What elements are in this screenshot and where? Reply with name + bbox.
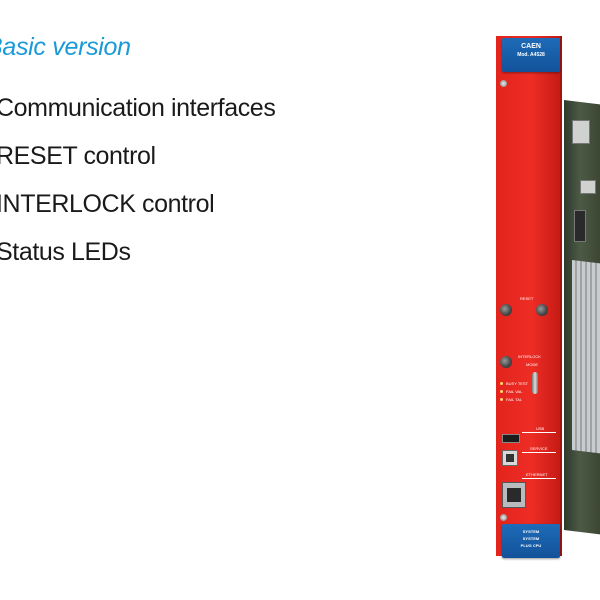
status-led xyxy=(500,398,503,401)
feature-list: Communication interfaces RESET control I… xyxy=(0,88,276,280)
top-handle: CAEN Mod. A4528 xyxy=(502,38,560,72)
interlock-connector xyxy=(500,356,512,368)
feature-item: Communication interfaces xyxy=(0,88,276,136)
usb-port xyxy=(502,434,520,443)
usb-label: USB xyxy=(536,426,545,431)
brand-label: CAEN xyxy=(521,43,541,50)
feature-item: INTERLOCK control xyxy=(0,184,275,232)
feature-item: Status LEDs xyxy=(0,232,275,280)
bottom-handle-line: PLUG CPU xyxy=(520,543,542,548)
model-label: Mod. A4528 xyxy=(517,52,545,58)
board-chip xyxy=(580,180,596,194)
interlock-switch xyxy=(532,372,538,394)
top-screw xyxy=(500,80,507,87)
bottom-handle-line: SYSTEM xyxy=(522,529,540,534)
board-chip xyxy=(572,120,590,144)
service-label: SERVICE xyxy=(530,446,548,451)
ethernet-port xyxy=(502,482,526,508)
reset-connector xyxy=(500,304,512,316)
controller-board-illustration: CAEN Mod. A4528 RESET INTERLOCK MODE BUS… xyxy=(488,30,600,560)
feature-text: RESET control xyxy=(0,142,156,170)
heatsink xyxy=(572,260,600,454)
service-port xyxy=(502,450,518,466)
ethernet-label: ETHERNET xyxy=(526,472,548,477)
status-led xyxy=(500,390,503,393)
interlock-mode-label: MODE xyxy=(526,362,538,367)
label-divider xyxy=(522,478,556,479)
feature-text: INTERLOCK control xyxy=(0,190,215,218)
slide-title-text: Basic version xyxy=(0,33,131,61)
bottom-handle: SYSTEM SYSTEM PLUG CPU xyxy=(502,524,560,558)
bottom-screw xyxy=(500,514,507,521)
led-label: BUSY TEST xyxy=(506,381,529,386)
led-label: FAIL VAL xyxy=(506,389,523,394)
front-panel: CAEN Mod. A4528 RESET INTERLOCK MODE BUS… xyxy=(496,36,562,558)
led-label: FAIL TAL xyxy=(506,397,523,402)
slide-title: Basic version xyxy=(0,33,131,62)
reset-label: RESET xyxy=(520,296,534,301)
feature-text: Status LEDs xyxy=(0,238,131,266)
interlock-label: INTERLOCK xyxy=(518,354,541,359)
status-led xyxy=(500,382,503,385)
label-divider xyxy=(522,452,556,453)
board-chip xyxy=(574,210,586,242)
reset-connector xyxy=(536,304,548,316)
feature-item: RESET control xyxy=(0,136,275,184)
feature-text: Communication interfaces xyxy=(0,94,276,122)
label-divider xyxy=(522,432,556,433)
bottom-handle-line: SYSTEM xyxy=(522,536,540,541)
